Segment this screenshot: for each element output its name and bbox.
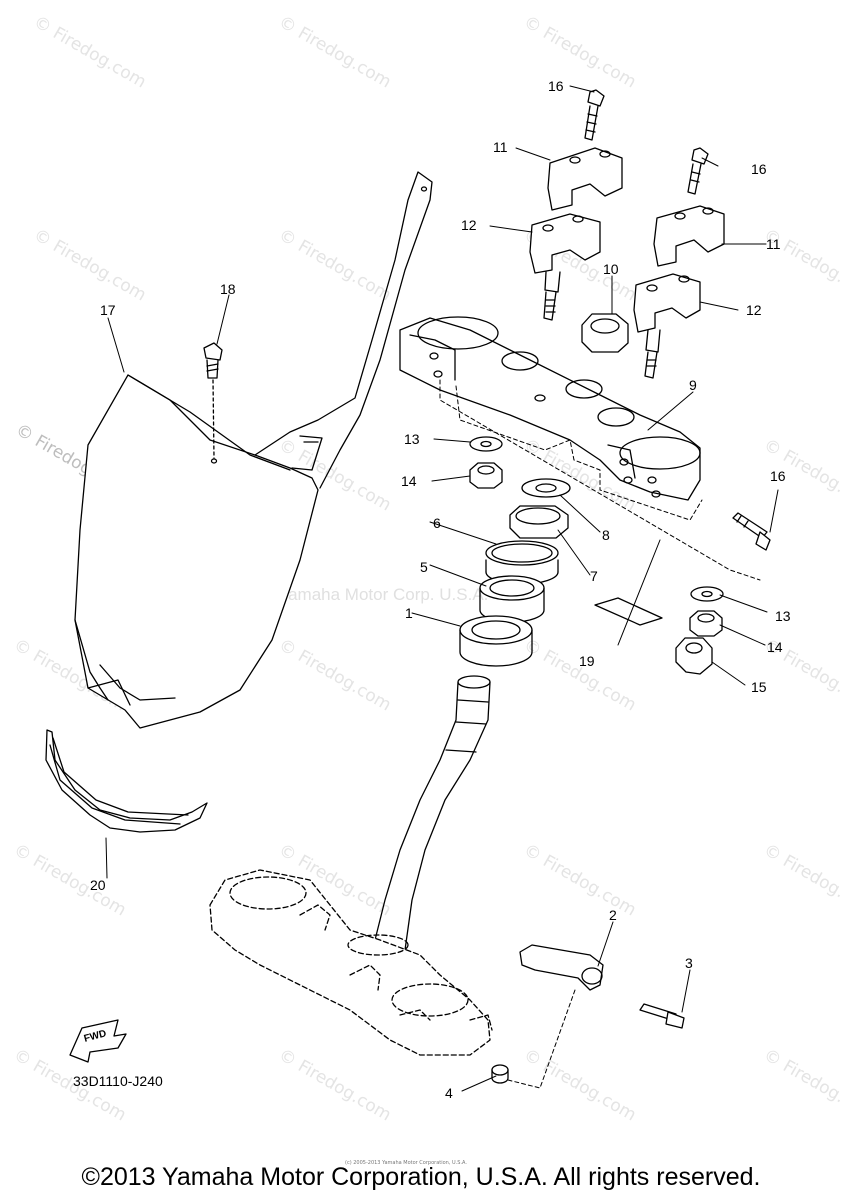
callout-16: 16 bbox=[751, 161, 767, 177]
callout-2: 2 bbox=[609, 907, 617, 923]
callout-16: 16 bbox=[770, 468, 786, 484]
copyright-footer: ©2013 Yamaha Motor Corporation, U.S.A. A… bbox=[81, 1163, 761, 1191]
callout-13: 13 bbox=[404, 431, 420, 447]
callout-11: 11 bbox=[493, 139, 508, 155]
callout-6: 6 bbox=[433, 515, 441, 531]
callout-13: 13 bbox=[775, 608, 791, 624]
callout-11: 11 bbox=[766, 236, 781, 252]
callout-7: 7 bbox=[590, 568, 598, 584]
diagram-code: 33D1110-J240 bbox=[73, 1073, 163, 1089]
callout-12: 12 bbox=[461, 217, 477, 233]
callout-4: 4 bbox=[445, 1085, 453, 1101]
part-plate-bolt bbox=[203, 342, 223, 459]
callout-12: 12 bbox=[746, 302, 762, 318]
tiny-copyright-note: (c) 2005-2013 Yamaha Motor Corporation, … bbox=[345, 1160, 467, 1166]
callout-20: 20 bbox=[90, 877, 106, 893]
fwd-arrow bbox=[69, 1019, 127, 1063]
part-steering-nut bbox=[581, 313, 629, 353]
callout-10: 10 bbox=[603, 261, 619, 277]
callout-8: 8 bbox=[602, 527, 610, 543]
callout-1: 1 bbox=[405, 605, 413, 621]
callout-17: 17 bbox=[100, 302, 116, 318]
part-sticker bbox=[45, 729, 208, 833]
part-holder-right bbox=[633, 205, 725, 379]
callout-19: 19 bbox=[579, 653, 595, 669]
part-cable-clamp bbox=[491, 944, 685, 1084]
callout-14: 14 bbox=[401, 473, 417, 489]
part-bearing-stack bbox=[459, 478, 571, 667]
callout-15: 15 bbox=[751, 679, 767, 695]
part-upper-bracket bbox=[399, 316, 701, 501]
leader-lines bbox=[105, 85, 779, 1092]
callout-18: 18 bbox=[220, 281, 236, 297]
callout-9: 9 bbox=[689, 377, 697, 393]
part-washers-nuts bbox=[469, 436, 724, 675]
callout-5: 5 bbox=[420, 559, 428, 575]
part-steering-stem bbox=[209, 675, 493, 1056]
callout-3: 3 bbox=[685, 955, 693, 971]
part-holder-left bbox=[529, 147, 623, 321]
part-holder-bolts bbox=[584, 89, 771, 551]
callout-16: 16 bbox=[548, 78, 564, 94]
part-label bbox=[594, 597, 663, 626]
callout-14: 14 bbox=[767, 639, 783, 655]
center-watermark: Yamaha Motor Corp. U.S.A. bbox=[278, 585, 489, 604]
part-number-plate bbox=[74, 171, 433, 729]
